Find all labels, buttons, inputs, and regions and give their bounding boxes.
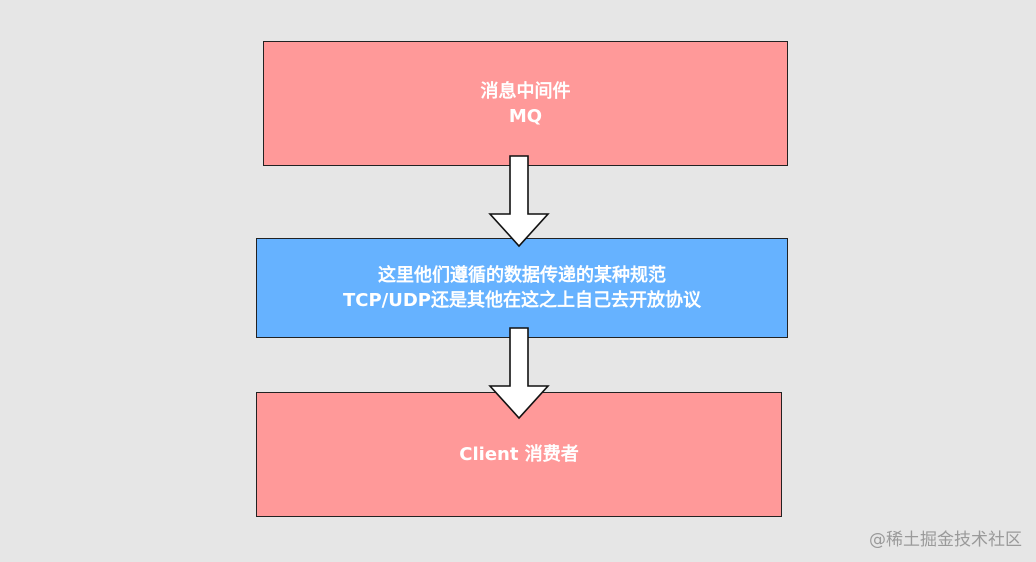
mq-node-title: 消息中间件: [480, 80, 571, 102]
protocol-node-line-2: TCP/UDP还是其他在这之上自己去开放协议: [342, 290, 701, 311]
protocol-node-line-1: 这里他们遵循的数据传递的某种规范: [378, 265, 666, 286]
mq-node-subtitle: MQ: [508, 105, 543, 127]
client-node-label: Client 消费者: [459, 444, 579, 465]
protocol-node: 这里他们遵循的数据传递的某种规范 TCP/UDP还是其他在这之上自己去开放协议: [256, 238, 788, 338]
arrow-down-icon: [488, 155, 550, 248]
watermark: @稀土掘金技术社区: [869, 530, 1022, 550]
arrow-down-icon: [488, 327, 550, 420]
mq-node: 消息中间件 MQ: [263, 41, 788, 166]
